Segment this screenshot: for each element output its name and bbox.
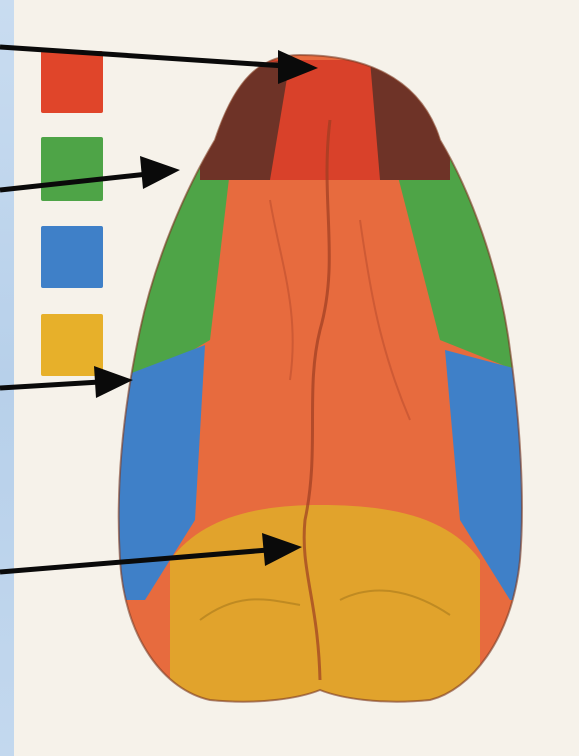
arrow-tip-line [0, 47, 285, 66]
arrow-side-line [0, 382, 100, 388]
back-center-yellow-region [170, 505, 480, 720]
arrow-green-head [140, 156, 180, 189]
arrow-green-line [0, 174, 148, 190]
arrow-side-head [94, 366, 133, 398]
tip-right-dark-corner [370, 60, 450, 180]
